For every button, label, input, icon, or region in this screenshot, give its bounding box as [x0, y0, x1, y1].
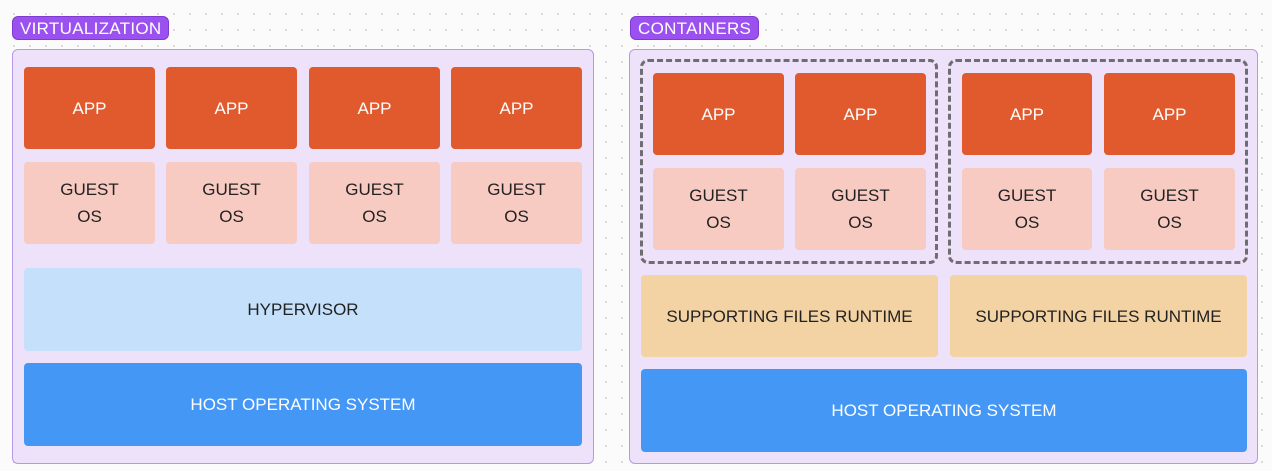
vm-app-2: APP [166, 67, 297, 149]
vm-guest-os-2: GUEST OS [166, 162, 297, 244]
vm-guest-os-4: GUEST OS [451, 162, 582, 244]
vm-app-3: APP [309, 67, 440, 149]
containers-title: CONTAINERS [630, 16, 760, 40]
ct-app-1: APP [653, 73, 784, 155]
ct-app-4: APP [1104, 73, 1235, 155]
guest-os-line2: OS [504, 207, 529, 226]
guest-os-line1: GUEST [60, 180, 119, 199]
ct-host-os-layer: HOST OPERATING SYSTEM [641, 369, 1247, 452]
guest-os-line1: GUEST [831, 186, 890, 205]
virtualization-title: VIRTUALIZATION [12, 16, 170, 40]
guest-os-line1: GUEST [689, 186, 748, 205]
guest-os-line1: GUEST [1140, 186, 1199, 205]
vm-app-1: APP [24, 67, 155, 149]
guest-os-line1: GUEST [202, 180, 261, 199]
ct-guest-os-4: GUEST OS [1104, 168, 1235, 250]
supporting-files-runtime-2: SUPPORTING FILES RUNTIME [950, 275, 1247, 357]
guest-os-line1: GUEST [345, 180, 404, 199]
guest-os-line2: OS [848, 213, 873, 232]
guest-os-line2: OS [1014, 213, 1040, 232]
guest-os-line2: OS [706, 213, 731, 232]
ct-app-2: APP [795, 73, 926, 155]
container-group-1 [640, 59, 938, 264]
container-group-2 [948, 59, 1248, 264]
vm-guest-os-3: GUEST OS [309, 162, 440, 244]
guest-os-line1: GUEST [997, 186, 1057, 205]
guest-os-line2: OS [77, 207, 102, 226]
guest-os-line2: OS [1157, 213, 1182, 232]
vm-app-4: APP [451, 67, 582, 149]
ct-app-3: APP [962, 73, 1092, 155]
guest-os-line2: OS [362, 207, 387, 226]
ct-guest-os-1: GUEST OS [653, 168, 784, 250]
ct-guest-os-2: GUEST OS [795, 168, 926, 250]
guest-os-line2: OS [219, 207, 244, 226]
hypervisor-layer: HYPERVISOR [24, 268, 582, 351]
vm-guest-os-1: GUEST OS [24, 162, 155, 244]
ct-guest-os-3: GUEST OS [962, 168, 1092, 250]
vm-host-os-layer: HOST OPERATING SYSTEM [24, 363, 582, 446]
supporting-files-runtime-1: SUPPORTING FILES RUNTIME [641, 275, 938, 357]
guest-os-line1: GUEST [487, 180, 546, 199]
